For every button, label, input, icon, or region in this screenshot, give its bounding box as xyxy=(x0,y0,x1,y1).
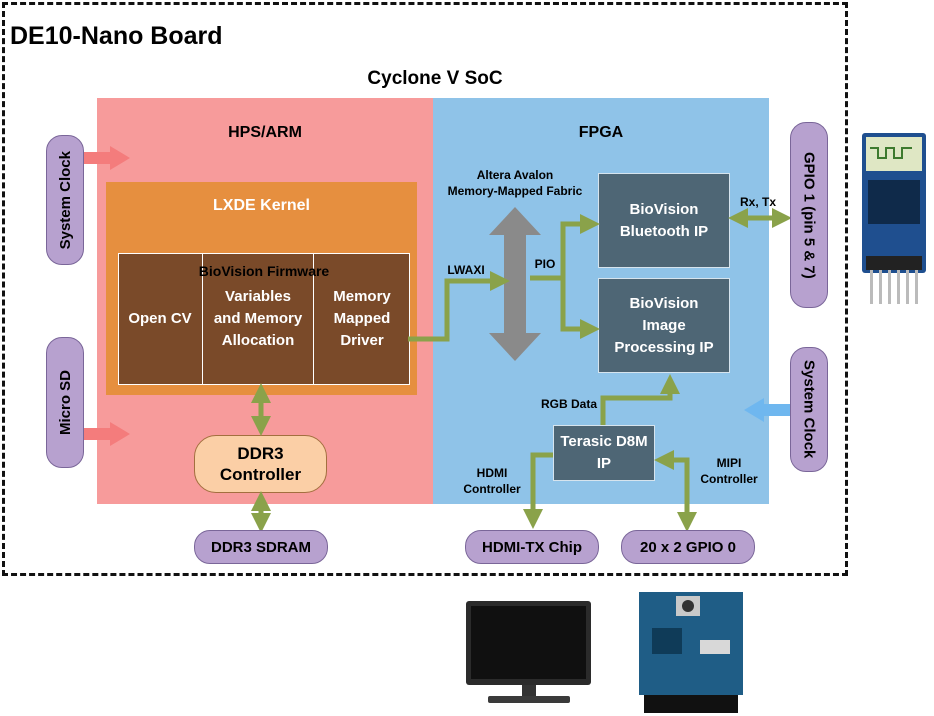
system-clock-left-pill: System Clock xyxy=(46,135,84,265)
d8m-ip-block: Terasic D8M IP xyxy=(553,425,655,481)
mipi-controller-label: MIPI Controller xyxy=(700,456,758,486)
bluetooth-module-image xyxy=(862,133,926,304)
board-frame xyxy=(2,2,848,576)
gpio0-pill: 20 x 2 GPIO 0 xyxy=(621,530,755,564)
rx-tx-label: Rx, Tx xyxy=(739,195,776,209)
lxde-kernel-title: LXDE Kernel xyxy=(213,197,310,214)
system-clock-left-label: System Clock xyxy=(56,150,74,250)
system-clock-right-label: System Clock xyxy=(800,360,818,459)
ddr3-controller: DDR3 Controller xyxy=(194,435,327,493)
opencv-module: Open CV xyxy=(118,253,203,385)
system-clock-right-pill: System Clock xyxy=(790,347,828,472)
monitor-image xyxy=(466,601,591,703)
avalon-fabric-label: Altera Avalon Memory-Mapped Fabric xyxy=(447,168,583,198)
lwaxi-label: LWAXI xyxy=(447,263,485,277)
gpio1-label: GPIO 1 (pin 5 & 7) xyxy=(800,151,818,279)
rgb-data-label: RGB Data xyxy=(540,397,597,411)
variables-memory-module: Variables and Memory Allocation xyxy=(203,253,314,385)
hdmi-tx-chip-pill: HDMI-TX Chip xyxy=(465,530,599,564)
image-processing-ip-block: BioVision Image Processing IP xyxy=(598,278,730,373)
d8m-camera-board-image xyxy=(639,592,743,713)
board-title: DE10-Nano Board xyxy=(10,22,223,50)
micro-sd-label: Micro SD xyxy=(56,369,74,435)
ddr3-sdram-pill: DDR3 SDRAM xyxy=(194,530,328,564)
memory-mapped-driver-module: Memory Mapped Driver xyxy=(333,288,391,349)
hdmi-controller-label: HDMI Controller xyxy=(463,466,521,496)
fpga-title: FPGA xyxy=(578,124,624,141)
firmware-title: BioVision Firmware xyxy=(198,263,330,279)
hps-title: HPS/ARM xyxy=(228,124,302,141)
pio-label: PIO xyxy=(534,257,556,271)
gpio1-pill: GPIO 1 (pin 5 & 7) xyxy=(790,122,828,308)
micro-sd-pill: Micro SD xyxy=(46,337,84,468)
soc-title: Cyclone V SoC xyxy=(367,68,503,89)
bluetooth-ip-block: BioVision Bluetooth IP xyxy=(598,173,730,268)
